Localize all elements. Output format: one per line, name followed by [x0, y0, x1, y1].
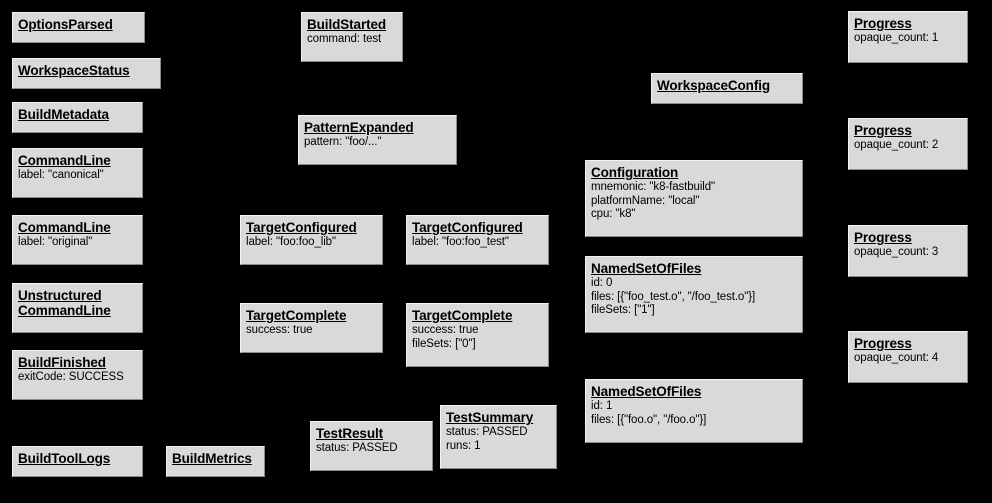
node-title: BuildToolLogs: [18, 451, 111, 466]
node-title: Progress: [854, 16, 912, 31]
node-title: BuildMetadata: [18, 107, 109, 122]
node-title: Configuration: [591, 165, 679, 180]
node-title: BuildStarted: [307, 17, 387, 32]
node-fields: opaque_count: 4: [854, 352, 939, 364]
node-options-parsed[interactable]: OptionsParsed: [12, 12, 145, 43]
node-fields: opaque_count: 1: [854, 32, 939, 44]
node-title: Progress: [854, 230, 912, 245]
node-title: CommandLine: [18, 153, 111, 168]
node-title: BuildMetrics: [172, 451, 252, 466]
node-title: TestSummary: [446, 410, 534, 425]
node-title: BuildFinished: [18, 355, 106, 370]
node-fields: exitCode: SUCCESS: [18, 371, 124, 383]
node-fields: opaque_count: 2: [854, 139, 939, 151]
node-build-tool-logs[interactable]: BuildToolLogs: [12, 446, 143, 477]
node-fields: pattern: "foo/...": [304, 136, 382, 148]
node-fields: label: "foo:foo_lib": [246, 236, 336, 248]
node-fields: label: "original": [18, 236, 93, 248]
node-title: OptionsParsed: [18, 17, 113, 32]
node-title: NamedSetOfFiles: [591, 384, 702, 399]
node-title: TargetConfigured: [412, 220, 523, 235]
node-fields: status: PASSED runs: 1: [446, 426, 528, 452]
node-title: PatternExpanded: [304, 120, 414, 135]
node-title: WorkspaceConfig: [657, 78, 771, 93]
node-build-metadata[interactable]: BuildMetadata: [12, 102, 143, 133]
node-fields: success: true fileSets: ["0"]: [412, 324, 479, 350]
node-title: CommandLine: [18, 220, 111, 235]
node-fields: id: 0 files: [{"foo_test.o", "/foo_test.…: [591, 277, 756, 316]
node-fields: id: 1 files: [{"foo.o", "/foo.o"}]: [591, 400, 707, 426]
node-fields: success: true: [246, 324, 313, 336]
node-workspace-status[interactable]: WorkspaceStatus: [12, 58, 161, 89]
node-title: TargetConfigured: [246, 220, 357, 235]
node-workspace-config[interactable]: WorkspaceConfig: [651, 73, 803, 104]
node-title: Unstructured CommandLine: [18, 288, 111, 318]
node-title: WorkspaceStatus: [18, 63, 130, 78]
node-fields: label: "foo:foo_test": [412, 236, 509, 248]
node-build-metrics[interactable]: BuildMetrics: [166, 446, 265, 477]
node-fields: command: test: [307, 33, 382, 45]
node-title: TargetComplete: [412, 308, 513, 323]
node-title: Progress: [854, 336, 912, 351]
node-fields: opaque_count: 3: [854, 246, 939, 258]
node-fields: status: PASSED: [316, 442, 398, 454]
node-title: TargetComplete: [246, 308, 347, 323]
node-title: TestResult: [316, 426, 384, 441]
node-title: Progress: [854, 123, 912, 138]
node-unstructured-command-line[interactable]: Unstructured CommandLine: [12, 283, 143, 333]
node-fields: label: "canonical": [18, 169, 104, 181]
node-title: NamedSetOfFiles: [591, 261, 702, 276]
node-fields: mnemonic: "k8-fastbuild" platformName: "…: [591, 181, 716, 220]
